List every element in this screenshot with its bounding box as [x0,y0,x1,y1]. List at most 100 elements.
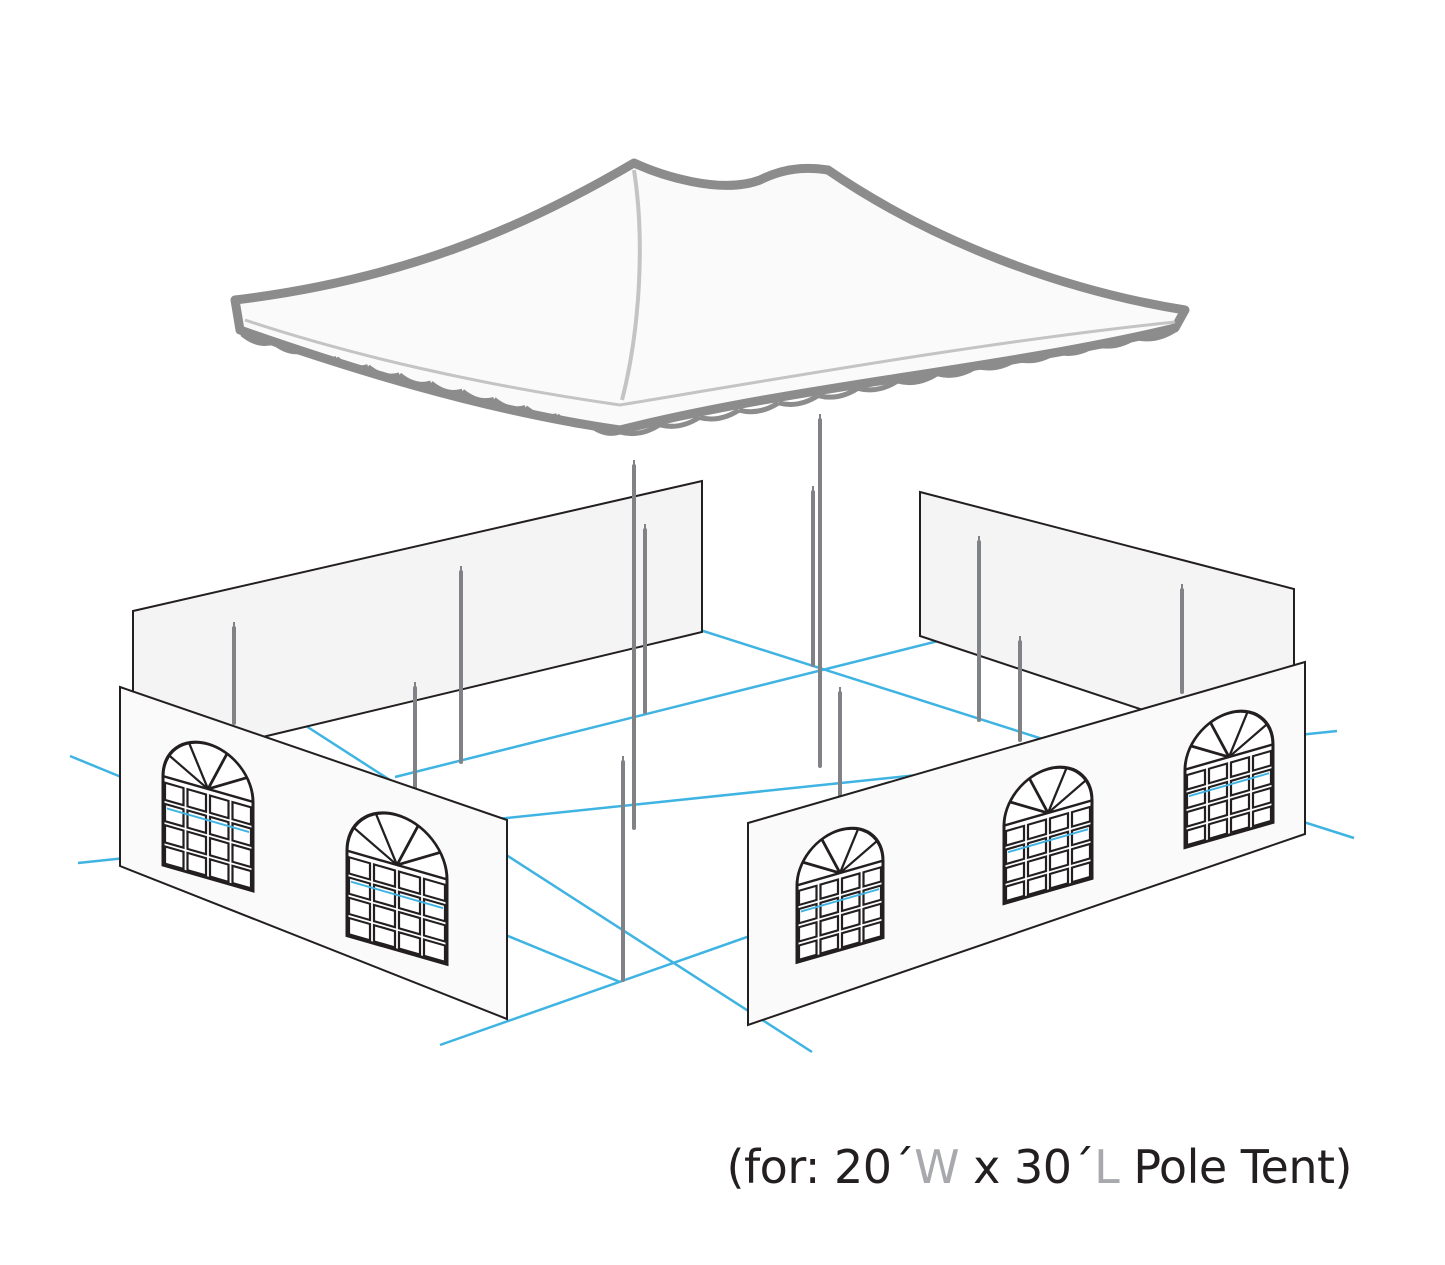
window-pane [397,870,422,896]
window-pane [186,851,208,877]
window-pane [372,862,397,889]
window-spoke [1009,800,1049,815]
window-pane [397,930,422,957]
roof-eave-line [244,318,1176,407]
window-frame [161,740,255,893]
window-frame [345,811,449,967]
window-pane [231,843,253,869]
window-spoke [1028,777,1050,814]
window-spoke [187,742,210,790]
caption-width-letter: W [914,1140,960,1194]
window-pane [186,787,208,814]
window-spoke [1190,744,1230,759]
window-pane [347,896,372,922]
window-pane [163,845,185,871]
window-pane [163,781,185,807]
window-sill [1185,743,1273,771]
window-spoke [207,776,248,791]
window-pane [397,910,422,936]
window-sill [163,774,253,804]
roof-scallop [619,422,661,437]
roof-scallop [523,405,558,420]
roof-scallop [936,364,979,378]
window-pane [231,864,253,890]
window-pane [1229,755,1251,779]
window-pane [819,914,840,937]
roof-scallop [738,400,780,415]
window-pane [1048,867,1070,890]
window-pane [797,939,818,962]
window-sill [1004,799,1092,827]
window-pane [422,877,447,903]
window-pane [1070,842,1092,866]
window-reflection [801,888,879,913]
window-spoke [820,838,842,874]
window-pane [840,908,861,931]
roof-scallop [586,421,621,436]
roof-scallop [240,332,275,346]
window-spoke [396,851,441,867]
window-pane [1004,879,1026,903]
window-pane [1207,762,1229,785]
window-pane [208,857,230,884]
roof-scallop [366,364,401,379]
window-spoke [353,826,398,866]
caption-mid: x 30´ [959,1140,1095,1194]
window-pane [1070,861,1092,884]
arched-window [161,740,255,893]
window-frame [1183,709,1275,850]
roof-scallop [976,357,1018,371]
arched-window [345,811,449,967]
arched-window [795,826,885,965]
window-pane [347,855,372,881]
window-pane [819,932,840,956]
arched-windows [161,709,1275,967]
window-pane [1207,799,1229,822]
window-pane [1251,786,1273,810]
window-pane [1070,805,1092,829]
roof-scallop [429,381,464,395]
window-pane [231,800,253,826]
roof-scallop [857,378,899,393]
arched-window [1002,765,1094,906]
roof-scallop [303,348,338,363]
window-pane [1004,824,1026,847]
roof-scallop [460,389,495,404]
window-pane [862,865,883,888]
roof-scallop [658,415,701,429]
window-pane [208,794,230,820]
window-sill [797,859,883,887]
arched-window [1183,709,1275,850]
window-pane [208,836,230,863]
caption-length-letter: L [1094,1140,1120,1194]
window-pane [1185,805,1207,828]
roof-scallop [1015,349,1058,364]
window-pane [422,938,447,964]
window-reflection [351,880,443,910]
window-pane [422,917,447,943]
roof-scallop [1095,335,1137,349]
window-spoke [168,754,209,790]
poles [232,414,1184,982]
window-pane [1026,855,1048,878]
tent-size-caption: (for: 20´W x 30´L Pole Tent) [0,1140,1353,1194]
window-pane [1048,811,1070,835]
window-pane [840,926,861,949]
roof-scallop [271,340,306,355]
window-reflection [167,807,249,833]
window-spoke [1227,711,1249,758]
roof-scallop [777,393,820,407]
roof-scallop [698,408,741,422]
window-pane [1004,861,1026,884]
window-spoke [1046,767,1068,814]
window-reflection [1008,828,1088,854]
roof-scallop [896,371,939,386]
roof-scallop [817,386,860,400]
window-pane [347,916,372,942]
window-spoke [1209,721,1231,758]
roof-seam [620,169,642,401]
window-frame [1002,765,1094,906]
window-pane [372,923,397,949]
window-spoke [838,828,860,874]
